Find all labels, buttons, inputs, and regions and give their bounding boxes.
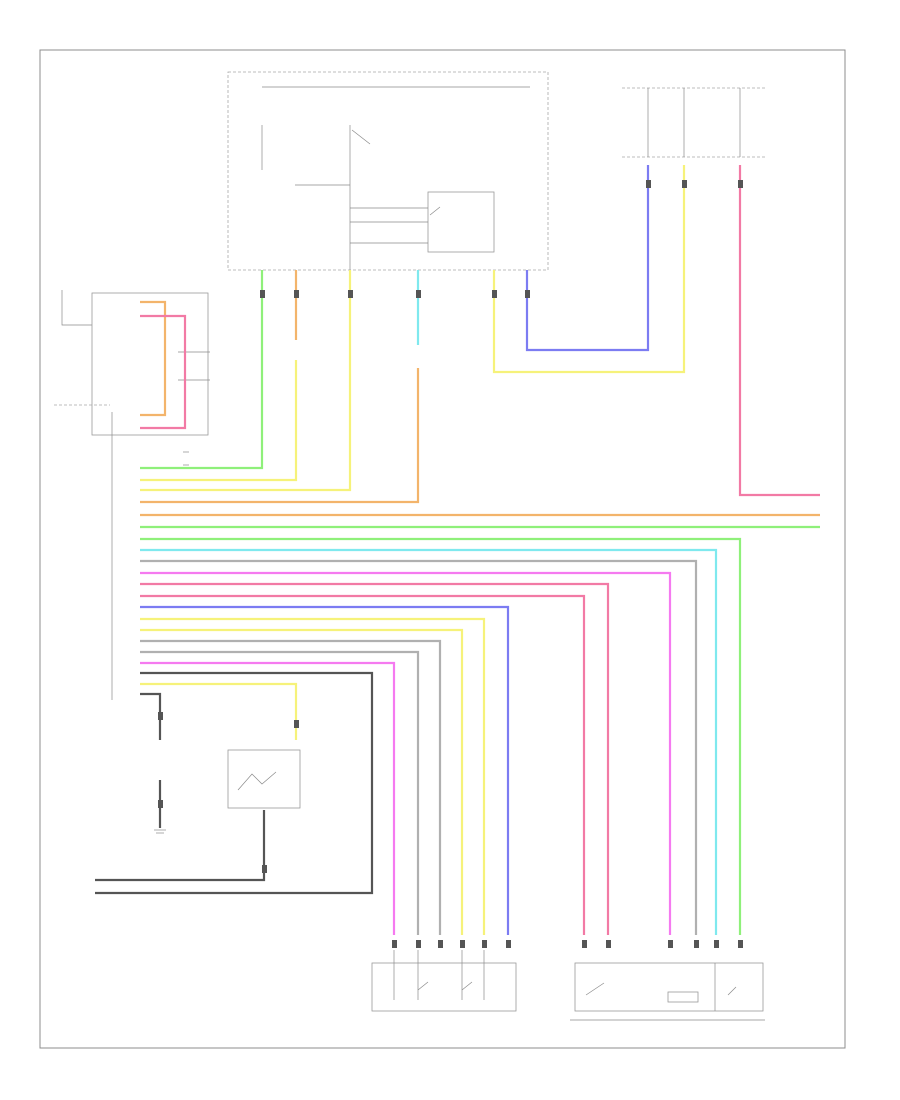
connector-tabs [158, 180, 743, 948]
wire-bus-6 [140, 571, 672, 935]
wire-pink-c [140, 314, 187, 430]
wire-bus-13 [140, 650, 420, 935]
diagram-frame [39, 49, 846, 1049]
wire-bus-9 [140, 605, 510, 935]
ground-icon [154, 829, 166, 834]
relay-switch-icon [261, 125, 371, 186]
sensor-icon [227, 749, 301, 809]
ecm-subcomponent [54, 290, 210, 436]
wire-orange-b [140, 368, 420, 504]
wire-bus-3 [140, 537, 742, 935]
wire-orange-c [140, 300, 167, 417]
steering-switch-module [371, 950, 517, 1012]
ground-icon [183, 451, 189, 466]
under-hood-relay-box [227, 71, 549, 271]
wire-bus-16 [140, 682, 298, 740]
wire-bus-10 [140, 617, 486, 935]
relay-switch-icon [350, 191, 495, 253]
wire-bus-8 [140, 594, 586, 935]
wires [95, 165, 820, 935]
wire-bus-4 [140, 548, 718, 935]
wire-bus-12 [140, 639, 442, 935]
wire-dark-3 [95, 810, 266, 882]
wire-yellow-c [492, 165, 686, 374]
wire-bus-11 [140, 628, 464, 935]
relay-switch-icon [178, 351, 210, 381]
wire-green [140, 270, 264, 470]
wire-bus-14 [140, 661, 396, 935]
wire-bus-7 [140, 582, 610, 935]
wire-bus-15 [95, 671, 374, 895]
wire-dark-1 [140, 692, 162, 740]
wire-yellow-b [140, 270, 352, 492]
wire-bus-5 [140, 559, 698, 935]
throttle-body-module [570, 962, 765, 1021]
fuse-panel [622, 87, 766, 158]
wire-blue [525, 165, 650, 352]
wire-pink-right [738, 165, 820, 497]
wire-yellow-a [140, 360, 298, 482]
